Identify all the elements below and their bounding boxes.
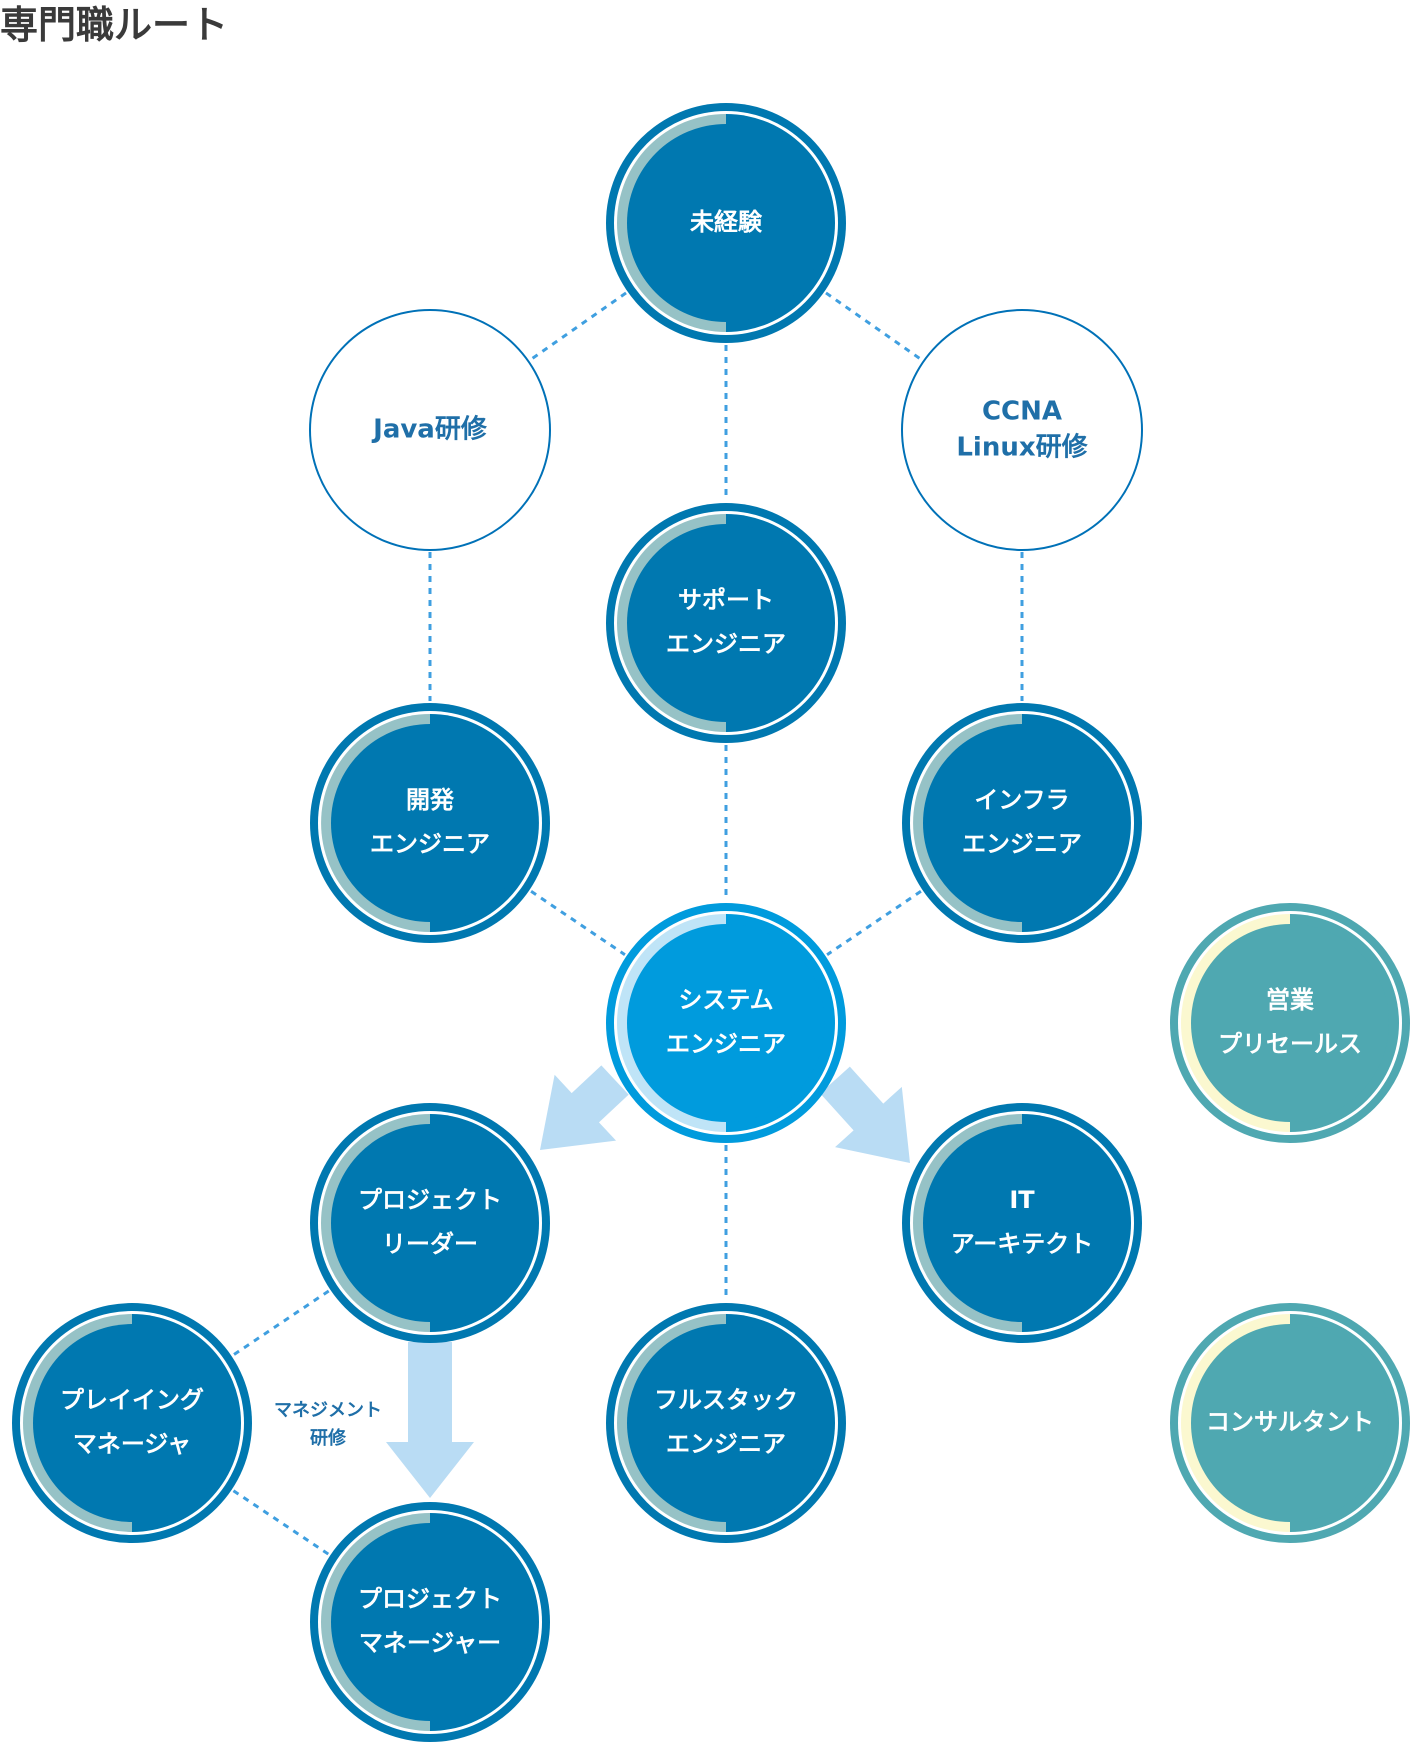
node-label: 営業: [1266, 986, 1314, 1014]
node-core: [627, 124, 825, 322]
node-core: [331, 724, 529, 922]
node-label: コンサルタント: [1206, 1408, 1374, 1436]
node-label: エンジニア: [666, 1030, 786, 1058]
node-label: マネージャー: [359, 1629, 501, 1657]
node-circle: [901, 309, 1143, 551]
node-core: [627, 924, 825, 1122]
management-training-label: マネジメント: [274, 1400, 382, 1421]
node-label: Java研修: [371, 414, 488, 445]
node-it: IT アーキテクト: [902, 1103, 1142, 1343]
node-core: [331, 1124, 529, 1322]
node-label: エンジニア: [370, 830, 490, 858]
node-label: サポート: [678, 586, 774, 614]
node-label: アーキテクト: [951, 1230, 1094, 1258]
node-label: エンジニア: [666, 1430, 786, 1458]
node-mikeiken: 未経験: [606, 103, 846, 343]
connector-pl-playing: [232, 1289, 330, 1357]
role-nodes: 未経験Java研修CCNALinux研修サポートエンジニア開発エンジニアインフラ…: [12, 103, 1410, 1742]
node-label: フルスタック: [654, 1386, 798, 1414]
node-core: [923, 1124, 1121, 1322]
node-label: プロジェクト: [358, 1186, 502, 1214]
node-core: [1191, 924, 1389, 1122]
connector-kaihatsu-system: [530, 890, 626, 956]
node-label: エンジニア: [962, 830, 1082, 858]
connector-lines: [232, 291, 1024, 1556]
connector-playing-pm: [232, 1489, 330, 1556]
arrow-system-to-it-architect: [820, 1066, 910, 1163]
node-label: プロジェクト: [358, 1585, 502, 1613]
node-java: Java研修: [309, 309, 551, 551]
management-training-label: 研修: [310, 1427, 347, 1449]
node-core: [1191, 1324, 1389, 1522]
node-core: [923, 724, 1121, 922]
node-ccna: CCNA Linux研修: [901, 309, 1143, 551]
connector-mikeiken-ccna: [825, 291, 923, 362]
node-label: エンジニア: [666, 630, 786, 658]
node-label: 未経験: [690, 208, 763, 236]
node-circle: [309, 309, 551, 551]
node-label: インフラ: [974, 786, 1069, 814]
node-label: プレイイング: [60, 1386, 204, 1414]
node-core: [33, 1324, 231, 1522]
node-label: CCNA: [982, 397, 1062, 427]
node-core: [627, 1324, 825, 1522]
connector-mikeiken-java: [529, 291, 627, 362]
node-consultant: コンサルタント: [1170, 1303, 1410, 1543]
connector-infra-system: [826, 890, 922, 956]
node-label: Linux研修: [956, 432, 1088, 463]
node-label: マネージャ: [73, 1430, 191, 1458]
node-core: [331, 1523, 529, 1721]
node-label: システム: [678, 986, 773, 1014]
node-label: リーダー: [382, 1230, 478, 1258]
arrow-system-to-project-leader: [540, 1065, 629, 1150]
node-label: プリセールス: [1218, 1030, 1362, 1058]
node-label: 開発: [406, 786, 455, 814]
page-title: 専門職ルート: [0, 3, 229, 47]
node-label: IT: [1009, 1186, 1035, 1214]
node-core: [627, 524, 825, 722]
progression-arrows: [386, 1065, 910, 1498]
arrow-project-leader-to-project-manager: [386, 1342, 474, 1498]
